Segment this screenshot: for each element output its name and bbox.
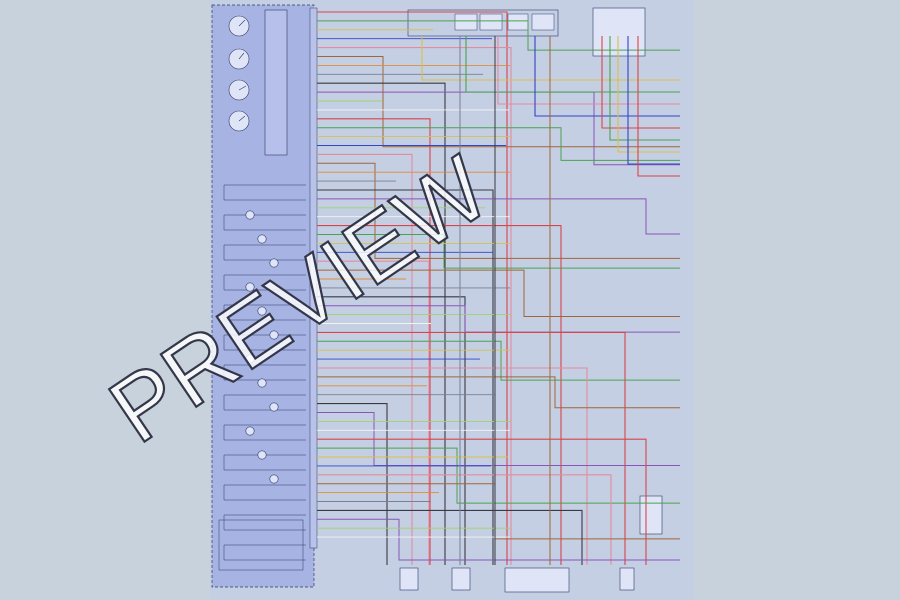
- wire: [317, 376, 680, 409]
- wire: [317, 447, 680, 504]
- fuse-icon: [479, 13, 503, 31]
- wire: [317, 403, 388, 565]
- cluster-control-unit: [264, 9, 288, 156]
- wire: [317, 518, 680, 561]
- fuel-level-sensor: [639, 495, 663, 535]
- indicator-bulb-icon: [245, 210, 255, 220]
- wire: [637, 36, 680, 177]
- indicator-bulb-icon: [245, 426, 255, 436]
- wire-harness: [223, 11, 680, 565]
- wire: [465, 36, 680, 93]
- wire: [317, 162, 680, 259]
- ecm-block: [504, 567, 570, 593]
- wiring-diagram-sheet: [210, 0, 694, 600]
- wire: [317, 225, 562, 565]
- indicator-bulb-icon: [257, 450, 267, 460]
- wire: [317, 234, 680, 269]
- wire: [609, 36, 680, 141]
- wire: [317, 91, 680, 166]
- vehicle-speed-sensor: [619, 567, 635, 591]
- indicator-bulb-icon: [245, 282, 255, 292]
- wire: [317, 367, 588, 565]
- indicator-bulb-icon: [257, 378, 267, 388]
- wire: [317, 340, 680, 381]
- wire: [317, 331, 626, 565]
- oil-pressure-switch: [399, 567, 419, 591]
- wire: [317, 198, 680, 235]
- wire: [317, 269, 680, 318]
- wire: [317, 305, 680, 333]
- indicator-bulb-icon: [269, 258, 279, 268]
- wire: [317, 47, 512, 565]
- wire: [317, 296, 466, 565]
- wire: [317, 118, 431, 565]
- fuse-icon: [531, 13, 555, 31]
- wire: [617, 36, 680, 153]
- wire: [317, 153, 413, 565]
- fuse-icon: [507, 13, 529, 31]
- indicator-bulbs: [245, 210, 279, 484]
- wiring-diagram: [211, 4, 680, 593]
- wire: [627, 36, 680, 165]
- wire: [317, 82, 446, 565]
- wire: [601, 36, 680, 129]
- indicator-bulb-icon: [245, 354, 255, 364]
- cluster-connector-strip: [309, 7, 318, 549]
- indicator-bulb-icon: [257, 234, 267, 244]
- indicator-bulb-icon: [269, 330, 279, 340]
- wire: [317, 127, 680, 161]
- switch-icon: [592, 7, 646, 57]
- wire: [317, 20, 680, 51]
- wire: [317, 474, 612, 565]
- wire: [497, 36, 680, 105]
- wire: [317, 509, 583, 565]
- wire: [317, 438, 647, 565]
- indicator-bulb-icon: [257, 306, 267, 316]
- fuse-box: [407, 9, 559, 37]
- fuse-icon: [454, 13, 478, 31]
- wire: [421, 36, 680, 81]
- brake-fluid-switch: [451, 567, 471, 591]
- indicator-bulb-icon: [269, 474, 279, 484]
- wire: [317, 189, 494, 565]
- wire: [317, 260, 430, 565]
- indicator-bulb-icon: [269, 402, 279, 412]
- wire: [534, 36, 680, 117]
- wire: [317, 56, 680, 148]
- gauge-cluster-block: [211, 4, 315, 588]
